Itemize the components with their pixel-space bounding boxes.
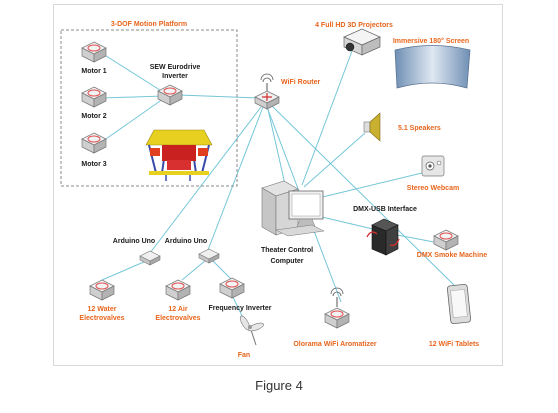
figure-panel: 3-DOF Motion Platform Motor 1 Motor 2 Mo…	[53, 4, 503, 366]
link-router-computer	[266, 104, 288, 194]
link-computer-speakers	[303, 132, 366, 188]
motion-platform-illustration	[145, 129, 213, 181]
screen-device	[394, 45, 471, 89]
motion-platform-group	[60, 29, 238, 187]
link-computer-webcam	[309, 172, 423, 201]
air-label-line1: 12 Air	[168, 306, 187, 313]
water-label-line2: Electrovalves	[79, 315, 124, 322]
inverter-label-line2: Inverter	[162, 73, 188, 80]
link-router-arduino1	[149, 106, 262, 254]
link-motor1-inverter	[102, 53, 164, 93]
aromatizer-device	[330, 287, 344, 307]
motor2-label: Motor 2	[81, 113, 106, 120]
tablets-label: 12 WiFi Tablets	[429, 341, 479, 348]
link-router-tablets	[269, 103, 457, 288]
speaker-icon	[363, 112, 381, 142]
fan-icon	[239, 315, 264, 346]
network-diagram: 3-DOF Motion Platform Motor 1 Motor 2 Mo…	[60, 21, 488, 359]
inverter-device	[157, 84, 183, 106]
smoke-machine-label: DMX Smoke Machine	[417, 252, 488, 259]
air-label-line2: Electrovalves	[155, 315, 200, 322]
link-arduino2-freq	[211, 259, 233, 281]
motor1-device	[81, 41, 107, 63]
dmx-interface-device	[366, 218, 400, 256]
frequency-inverter-device	[219, 277, 245, 299]
computer-device	[261, 180, 325, 237]
smoke-machine-device	[433, 229, 459, 251]
router-label: WiFi Router	[281, 79, 320, 86]
motor2-device	[81, 86, 107, 108]
router-device	[254, 73, 280, 110]
link-motor3-inverter	[102, 98, 164, 142]
speakers-label: 5.1 Speakers	[398, 125, 441, 132]
water-electrovalves-device	[89, 279, 115, 301]
projectors-label: 4 Full HD 3D Projectors	[315, 22, 393, 29]
arduino1-device	[139, 250, 161, 266]
figure-caption: Figure 4	[255, 378, 303, 393]
computer-label-line2: Computer	[270, 258, 303, 265]
inverter-label-line1: SEW Eurodrive	[150, 64, 201, 71]
air-electrovalves-device	[165, 279, 191, 301]
webcam-icon	[421, 155, 445, 177]
link-arduino2-air	[181, 259, 207, 281]
link-router-arduino2	[207, 106, 264, 251]
projector-device	[343, 28, 381, 56]
link-arduino1-water	[101, 260, 147, 281]
dmx-interface-label: DMX-USB Interface	[353, 206, 417, 213]
computer-label-line1: Theater Control	[261, 247, 313, 254]
water-label-line1: 12 Water	[88, 306, 117, 313]
arduino2-device	[198, 248, 220, 264]
link-inverter-router	[178, 94, 260, 99]
fan-label: Fan	[238, 352, 250, 359]
aromatizer-box	[324, 307, 350, 329]
motor1-label: Motor 1	[81, 68, 106, 75]
webcam-label: Stereo Webcam	[407, 185, 459, 192]
link-computer-dmx	[321, 216, 378, 231]
screen-label: Immersive 180° Screen	[393, 37, 469, 45]
link-dmx-smoke	[396, 234, 435, 243]
motion-platform-label: 3-DOF Motion Platform	[111, 21, 187, 28]
tablet-icon	[446, 283, 472, 325]
link-motor2-inverter	[102, 95, 164, 99]
arduino2-label: Arduino Uno	[165, 238, 207, 245]
aromatizer-label: Olorama WiFi Aromatizer	[293, 341, 377, 348]
link-computer-projectors	[301, 50, 353, 186]
connection-lines	[101, 50, 457, 323]
motor3-label: Motor 3	[81, 161, 106, 168]
arduino1-label: Arduino Uno	[113, 238, 155, 245]
frequency-inverter-label: Frequency Inverter	[208, 305, 271, 312]
motor3-device	[81, 132, 107, 154]
